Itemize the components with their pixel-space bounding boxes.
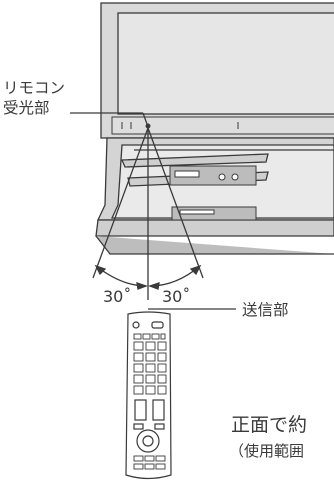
stand-base [95, 219, 334, 237]
transmitter-label: 送信部 [242, 301, 289, 319]
button-grid-bottom [133, 455, 166, 470]
remote-button [133, 423, 144, 430]
remote-sensor-label: リモコン 受光部 [3, 78, 65, 118]
button-grid-top [133, 333, 167, 395]
receiver-knob [231, 173, 239, 181]
arrowhead [189, 264, 202, 276]
volume-rocker [134, 399, 147, 421]
remote-sensor-label-line1: リモコン [3, 79, 66, 97]
dpad-center [142, 435, 154, 447]
arrowhead [136, 282, 148, 290]
remote-button [151, 321, 164, 329]
remote-sensor [145, 123, 151, 129]
tv-stand [95, 137, 334, 255]
leader-line-sensor-tip [142, 112, 148, 125]
remote-control [125, 311, 172, 480]
range-right-line [147, 127, 204, 279]
recorder-tray [179, 209, 215, 215]
range-left-line [92, 127, 149, 279]
shelf-upper [121, 153, 269, 168]
receiver-knob [218, 173, 226, 181]
arrowhead [94, 264, 107, 276]
remote-sensor-label-line2: 受光部 [3, 99, 50, 117]
angle-left-label: 30˚ [103, 287, 132, 306]
television [100, 2, 334, 139]
receiver-display [174, 170, 200, 178]
av-devices [169, 165, 257, 221]
stand-base-edge [95, 235, 334, 255]
remote-button [154, 423, 165, 430]
tv-screen [117, 12, 334, 115]
usage-range-text: （使用範囲 [229, 442, 305, 460]
signal-range [70, 112, 236, 310]
tv-bottom-bar [111, 116, 334, 135]
arrowhead [148, 282, 160, 290]
channel-rocker [152, 399, 165, 421]
power-button [132, 321, 140, 329]
angle-right-label: 30˚ [162, 287, 191, 306]
front-distance-text: 正面で約 [231, 414, 308, 436]
